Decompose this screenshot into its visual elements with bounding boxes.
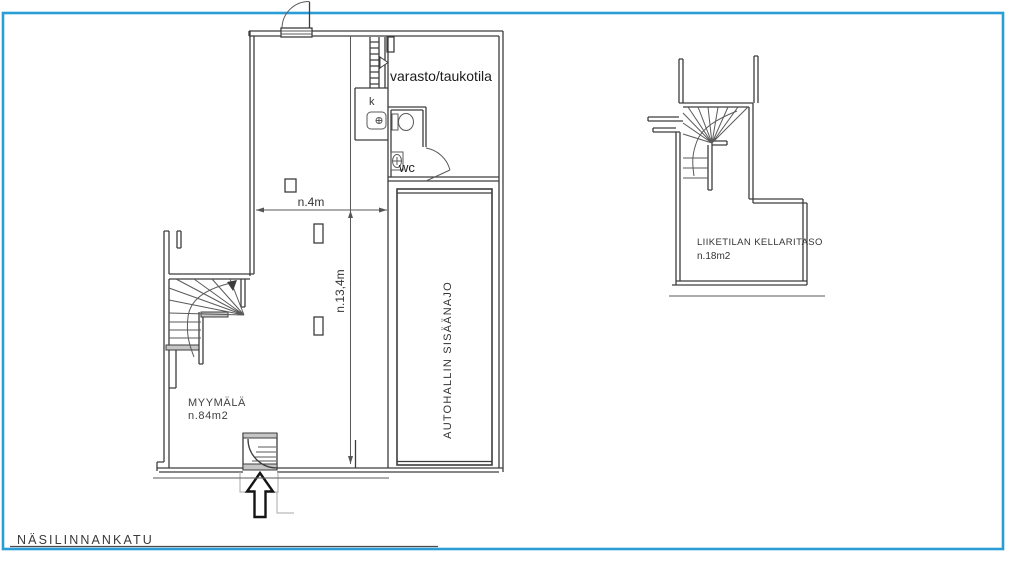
column bbox=[284, 178, 297, 193]
kitchenette-label: k bbox=[369, 96, 375, 108]
width-dimension-label: n.4m bbox=[298, 195, 325, 209]
basement-plan: LIIKETILAN KELLARITASO n.18m2 bbox=[647, 55, 825, 297]
column bbox=[313, 223, 324, 244]
dimension-lines bbox=[256, 36, 387, 464]
column bbox=[313, 316, 324, 336]
shop-area-label: n.84m2 bbox=[188, 410, 228, 422]
door-swing-arc bbox=[281, 0, 310, 29]
wc-label: wc bbox=[398, 160, 415, 175]
basement-room-label: LIIKETILAN KELLARITASO bbox=[697, 237, 823, 248]
garage-ramp-label: AUTOHALLIN SISÄÄNAJO bbox=[442, 281, 454, 439]
shop-label: MYYMÄLÄ bbox=[188, 397, 246, 409]
kitchen-sink-icon bbox=[366, 111, 387, 130]
top-door bbox=[280, 0, 313, 38]
shop-staircase bbox=[165, 278, 246, 365]
basement-staircase bbox=[682, 106, 749, 191]
storage-room-label: varasto/taukotila bbox=[390, 68, 492, 84]
stair-walkline-arrow-icon bbox=[227, 280, 237, 291]
basement-area-label: n.18m2 bbox=[697, 251, 731, 262]
entrance-door-swing-arc bbox=[247, 438, 278, 469]
blue-border-frame bbox=[1, 11, 1005, 551]
entrance-arrow-icon bbox=[244, 470, 276, 519]
shop-entrance bbox=[239, 432, 294, 514]
garage-ramp bbox=[396, 188, 493, 466]
wc-door-swing-arc bbox=[425, 147, 451, 182]
street-name-label: NÄSILINNANKATU bbox=[17, 533, 154, 547]
wc-sink-icon bbox=[390, 151, 404, 171]
wc-toilet-icon bbox=[391, 113, 414, 131]
main-plan-walls bbox=[156, 30, 504, 473]
stair-direction-arrow-icon bbox=[379, 56, 389, 69]
basement-walls bbox=[647, 55, 808, 286]
depth-dimension-label: n.13,4m bbox=[333, 269, 347, 312]
main-plan: varasto/taukotila k wc n.4m n.13,4m MYYM… bbox=[153, 0, 504, 519]
